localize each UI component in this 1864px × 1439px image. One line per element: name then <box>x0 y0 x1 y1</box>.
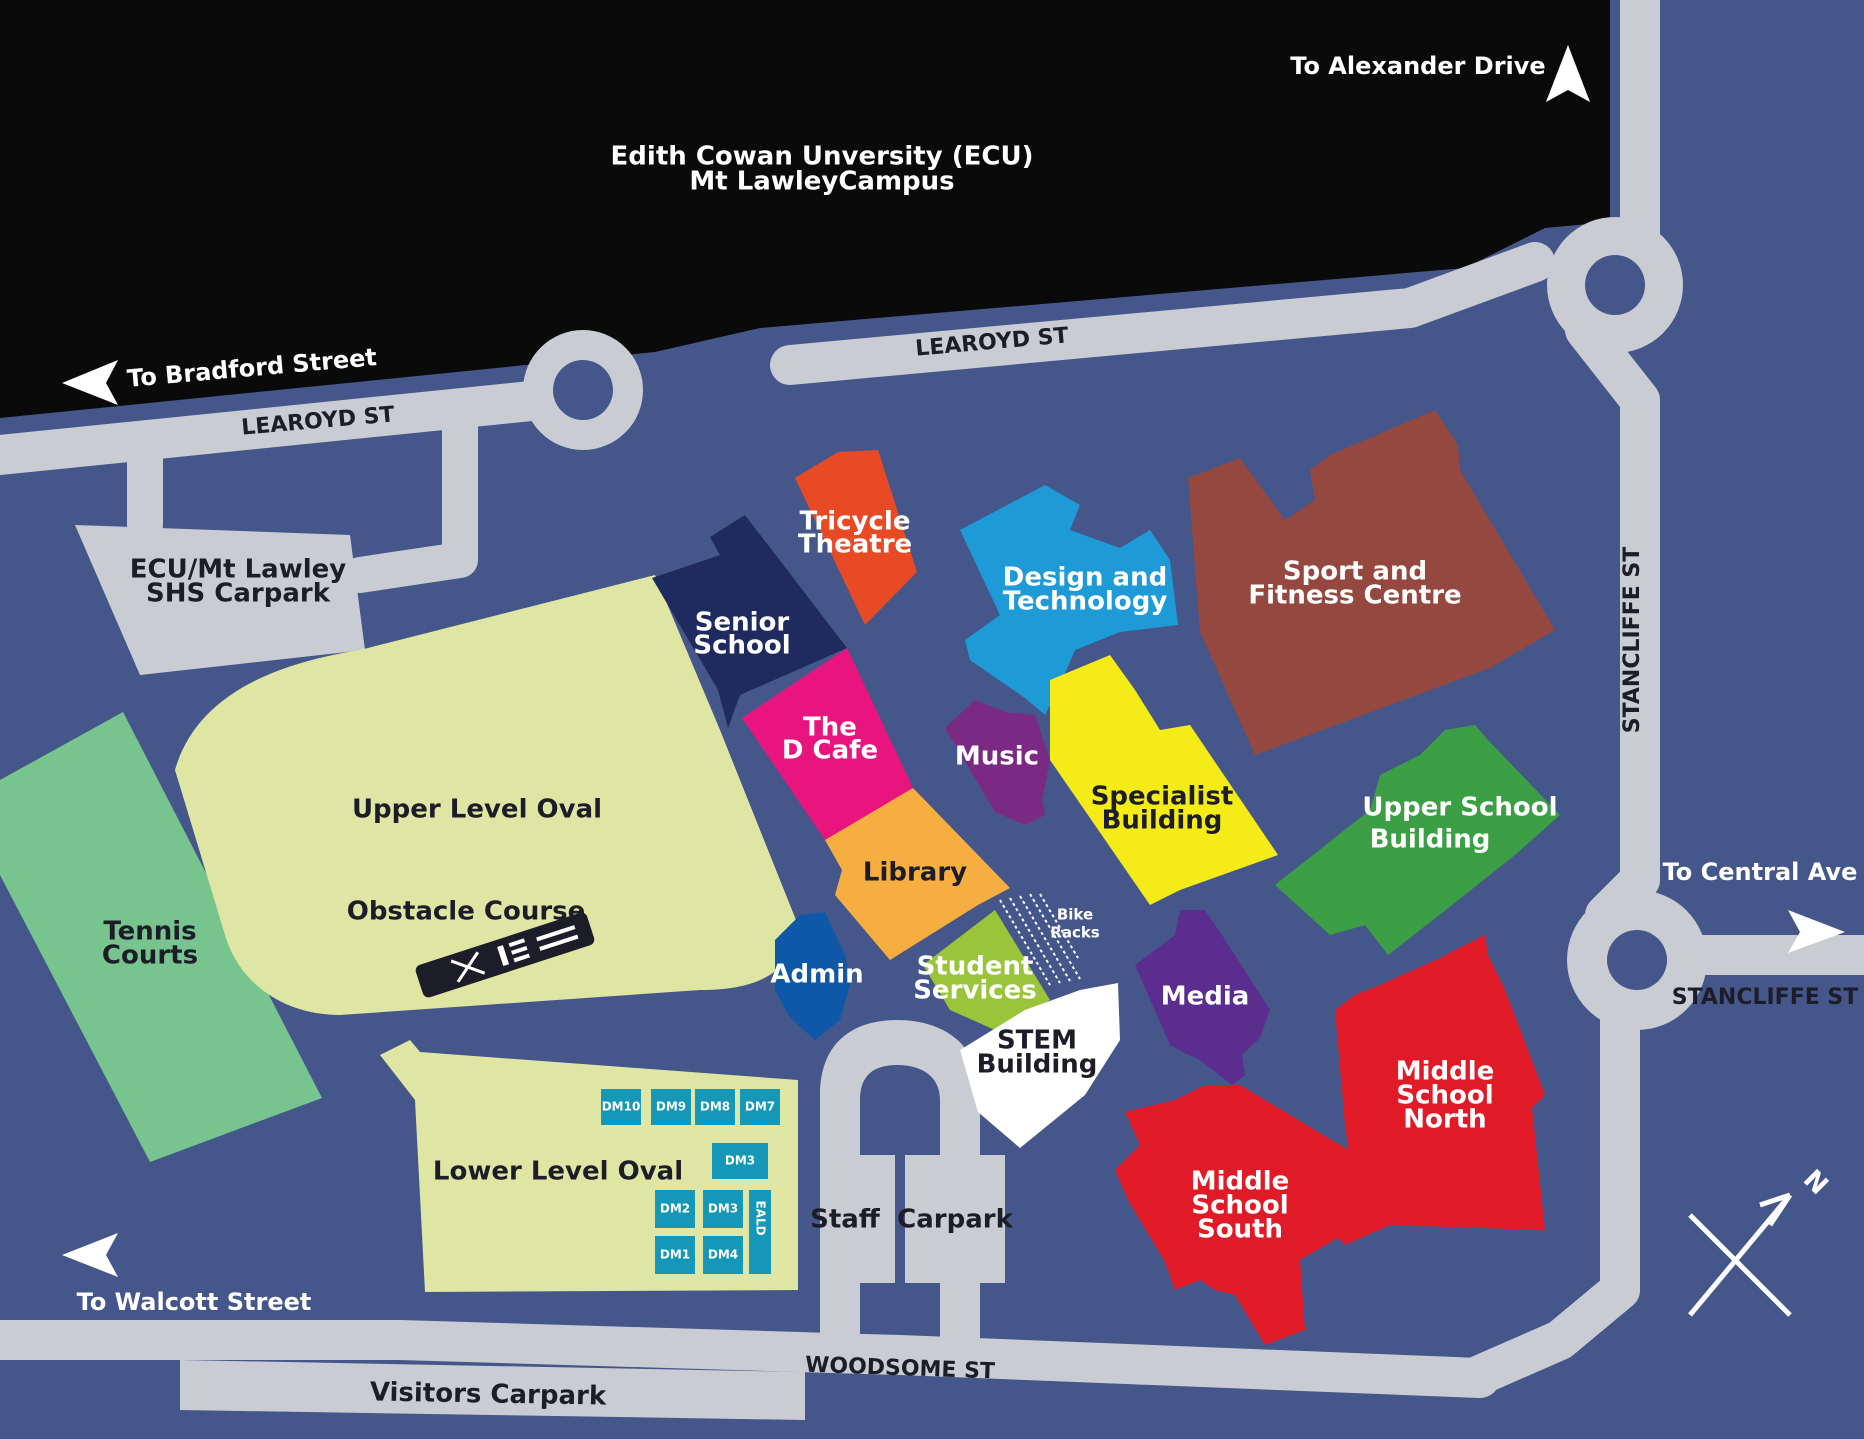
dm1-label: DM1 <box>660 1248 690 1262</box>
media-label: Media <box>1161 982 1250 1012</box>
compass-north-icon <box>1688 1192 1793 1317</box>
street-label-stancliffe-east: STANCLIFFE ST <box>1672 985 1859 1010</box>
arrow-up-icon <box>1546 45 1590 102</box>
street-label-stancliffe-north: STANCLIFFE ST <box>1620 547 1645 734</box>
arrow-left-icon-2 <box>62 1233 118 1277</box>
demountables <box>601 1089 780 1274</box>
ecu-campus-label-1: Edith Cowan Unversity (ECU) <box>611 142 1034 172</box>
specialist-label-1: Specialist <box>1091 782 1234 812</box>
dm8-label: DM8 <box>700 1100 730 1114</box>
design-technology-label-1: Design and <box>1003 563 1167 593</box>
upper-school-building <box>1275 725 1560 955</box>
upper-oval-label: Upper Level Oval <box>352 795 602 825</box>
admin-label: Admin <box>770 960 863 990</box>
tricycle-theatre-building <box>795 450 917 625</box>
bike-racks-label-1: Bike <box>1057 906 1093 924</box>
roundabout-stancliffe <box>1567 890 1707 1030</box>
sport-fitness-building <box>1188 410 1555 755</box>
upper-school-label-1: Upper School <box>1362 793 1557 823</box>
ecu-campus-label-2: Mt LawleyCampus <box>689 167 954 197</box>
arrow-right-icon <box>1788 910 1845 953</box>
library-label: Library <box>863 858 967 888</box>
dm4-building <box>703 1236 743 1274</box>
middle-school-north-label-3: North <box>1403 1105 1486 1135</box>
staff-carpark-label: Staff <box>810 1205 881 1235</box>
student-services-label-1: Student <box>917 952 1034 982</box>
sport-fitness-label-2: Fitness Centre <box>1248 581 1461 611</box>
dm10-building <box>601 1089 641 1125</box>
student-services-label-2: Services <box>913 976 1037 1006</box>
d-cafe-building <box>742 648 913 840</box>
stem-label-2: Building <box>977 1050 1098 1080</box>
d-cafe-label-1: The <box>803 713 857 743</box>
bike-racks-label-2: Racks <box>1050 924 1100 942</box>
library-building <box>825 788 1010 960</box>
tennis-label-1: Tennis <box>103 917 196 947</box>
dm7-building <box>740 1089 780 1125</box>
design-technology-building <box>960 485 1178 715</box>
ecu-carpark-label-1: ECU/Mt Lawley <box>130 555 346 585</box>
specialist-building <box>1050 655 1278 905</box>
roundabout-learoyd-east <box>1547 217 1683 353</box>
middle-school-south-label-2: School <box>1191 1191 1288 1221</box>
middle-school-south-building <box>1115 1085 1375 1345</box>
design-technology-label-2: Technology <box>1003 587 1168 617</box>
obstacle-course-label: Obstacle Course <box>347 897 586 927</box>
dm10-label: DM10 <box>602 1100 641 1114</box>
dm3-building <box>703 1190 743 1228</box>
admin-building <box>775 912 850 1040</box>
middle-school-south-label-3: South <box>1197 1215 1283 1245</box>
dm3-top-building <box>712 1143 768 1179</box>
direction-alexander-label: To Alexander Drive <box>1290 52 1545 80</box>
d-cafe-label-2: D Cafe <box>782 736 878 766</box>
ecu-carpark-label-2: SHS Carpark <box>146 579 331 609</box>
lower-level-oval <box>380 1040 798 1292</box>
dm3-label: DM3 <box>708 1202 738 1216</box>
media-building <box>1135 910 1270 1085</box>
eald-label: EALD <box>754 1200 768 1235</box>
middle-school-south-label-1: Middle <box>1191 1167 1290 1197</box>
senior-school-label-1: Senior <box>695 608 790 638</box>
student-services-building <box>923 910 1050 1030</box>
dm7-label: DM7 <box>745 1100 775 1114</box>
tennis-courts <box>0 712 322 1162</box>
stem-building <box>960 983 1120 1148</box>
sport-fitness-label-1: Sport and <box>1283 557 1427 587</box>
stem-label-1: STEM <box>997 1026 1077 1056</box>
bike-racks <box>999 893 1081 986</box>
middle-school-north-label-1: Middle <box>1396 1057 1495 1087</box>
tennis-label-2: Courts <box>102 941 198 971</box>
tricycle-theatre-label-1: Tricycle <box>800 507 911 537</box>
specialist-label-2: Building <box>1102 806 1223 836</box>
upper-level-oval <box>175 575 800 1015</box>
dm2-label: DM2 <box>660 1202 690 1216</box>
middle-school-north-label-2: School <box>1396 1081 1493 1111</box>
obstacle-course-icon <box>415 912 595 998</box>
eald-building <box>749 1190 771 1274</box>
dm3-top-label: DM3 <box>725 1154 755 1168</box>
dm4-label: DM4 <box>708 1248 738 1262</box>
senior-school-building <box>652 515 847 728</box>
upper-school-label-2: Building <box>1370 825 1491 855</box>
ecu-campus-area <box>0 0 1610 418</box>
senior-school-label-2: School <box>693 631 790 661</box>
visitors-carpark-label: Visitors Carpark <box>370 1377 608 1411</box>
arrow-left-icon <box>62 360 118 405</box>
dm9-building <box>651 1089 691 1125</box>
dm9-label: DM9 <box>656 1100 686 1114</box>
dm8-building <box>695 1089 735 1125</box>
roundabout-learoyd-west <box>523 330 643 450</box>
tricycle-theatre-label-2: Theatre <box>798 530 912 560</box>
lower-oval-label: Lower Level Oval <box>433 1157 683 1187</box>
carpark-label: Carpark <box>897 1205 1013 1235</box>
dm1-building <box>655 1236 695 1274</box>
direction-central-label: To Central Ave <box>1663 858 1858 886</box>
music-label: Music <box>955 742 1039 772</box>
music-building <box>945 700 1050 825</box>
dm2-building <box>655 1190 695 1228</box>
direction-walcott-label: To Walcott Street <box>77 1288 312 1316</box>
